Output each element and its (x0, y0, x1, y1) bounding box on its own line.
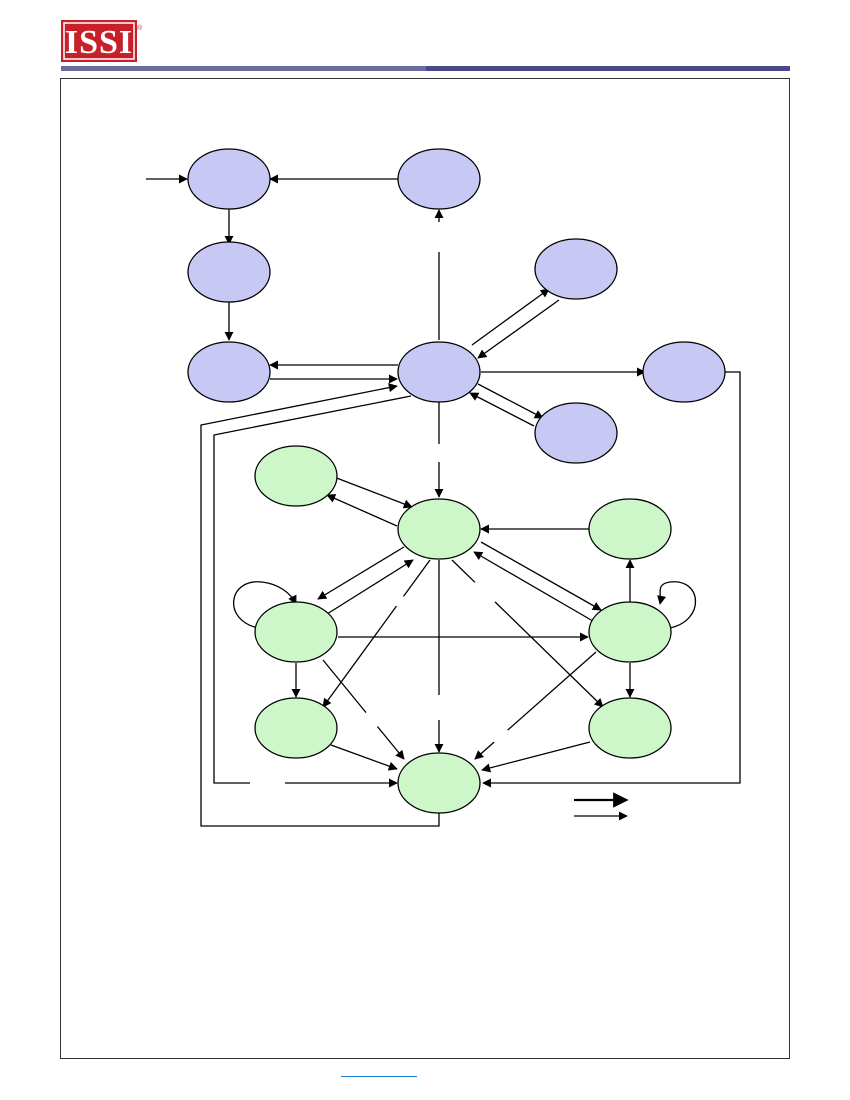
state-top-left (187, 148, 271, 210)
edge-right-mid-to-bottom (474, 651, 597, 760)
edge-loop-to-bottom-inner (213, 395, 412, 784)
edge-left-mid-to-green-top (326, 559, 414, 615)
edge-lower-right-to-center (469, 392, 535, 427)
state-green-right-low (588, 697, 672, 759)
state-top-right (397, 148, 481, 210)
state-green-top (397, 498, 481, 560)
edge-left-low-to-bottom (330, 744, 398, 771)
edge-green-top-to-right-mid (480, 541, 602, 611)
state-green-upper-left (254, 445, 338, 507)
state-left-idle (187, 341, 271, 403)
state-far-right (642, 341, 726, 403)
state-upper-right (534, 238, 618, 300)
edge-right-mid-self-loop (657, 581, 697, 629)
edge-center-to-lower-right (477, 383, 544, 419)
logo-text: ISSI (65, 24, 133, 61)
registered-mark: ® (137, 25, 143, 32)
state-green-right-mid (588, 601, 672, 663)
edge-right-low-to-bottom (481, 741, 591, 773)
state-center (397, 341, 481, 403)
edge-right-mid-to-green-top (473, 551, 599, 625)
state-green-left-low (254, 697, 338, 759)
footer-link[interactable] (341, 1076, 417, 1077)
edge-left-mid-self-loop (232, 581, 297, 629)
edge-loop-return-outer (200, 383, 440, 827)
state-green-left-mid (254, 601, 338, 663)
issi-logo: ISSI (61, 20, 137, 62)
header-rule-left (61, 66, 426, 71)
content-frame (60, 78, 790, 1059)
state-green-bottom (397, 752, 481, 814)
edge-upper-right-to-center (477, 299, 560, 359)
edge-green-top-to-right-low (451, 559, 604, 708)
edge-left-mid-to-bottom (322, 659, 405, 760)
edge-green-top-to-left-low (322, 559, 431, 708)
state-second-left (187, 241, 271, 303)
edge-center-to-upper-right (471, 288, 550, 346)
state-lower-right (534, 402, 618, 464)
edge-upper-left-to-green-top (333, 476, 413, 509)
header-rule-right (426, 66, 790, 71)
edge-far-right-to-bottom (482, 371, 741, 788)
state-green-right (588, 498, 672, 560)
edge-green-top-to-upper-left (326, 494, 398, 527)
edge-green-top-to-left-mid (317, 546, 405, 600)
